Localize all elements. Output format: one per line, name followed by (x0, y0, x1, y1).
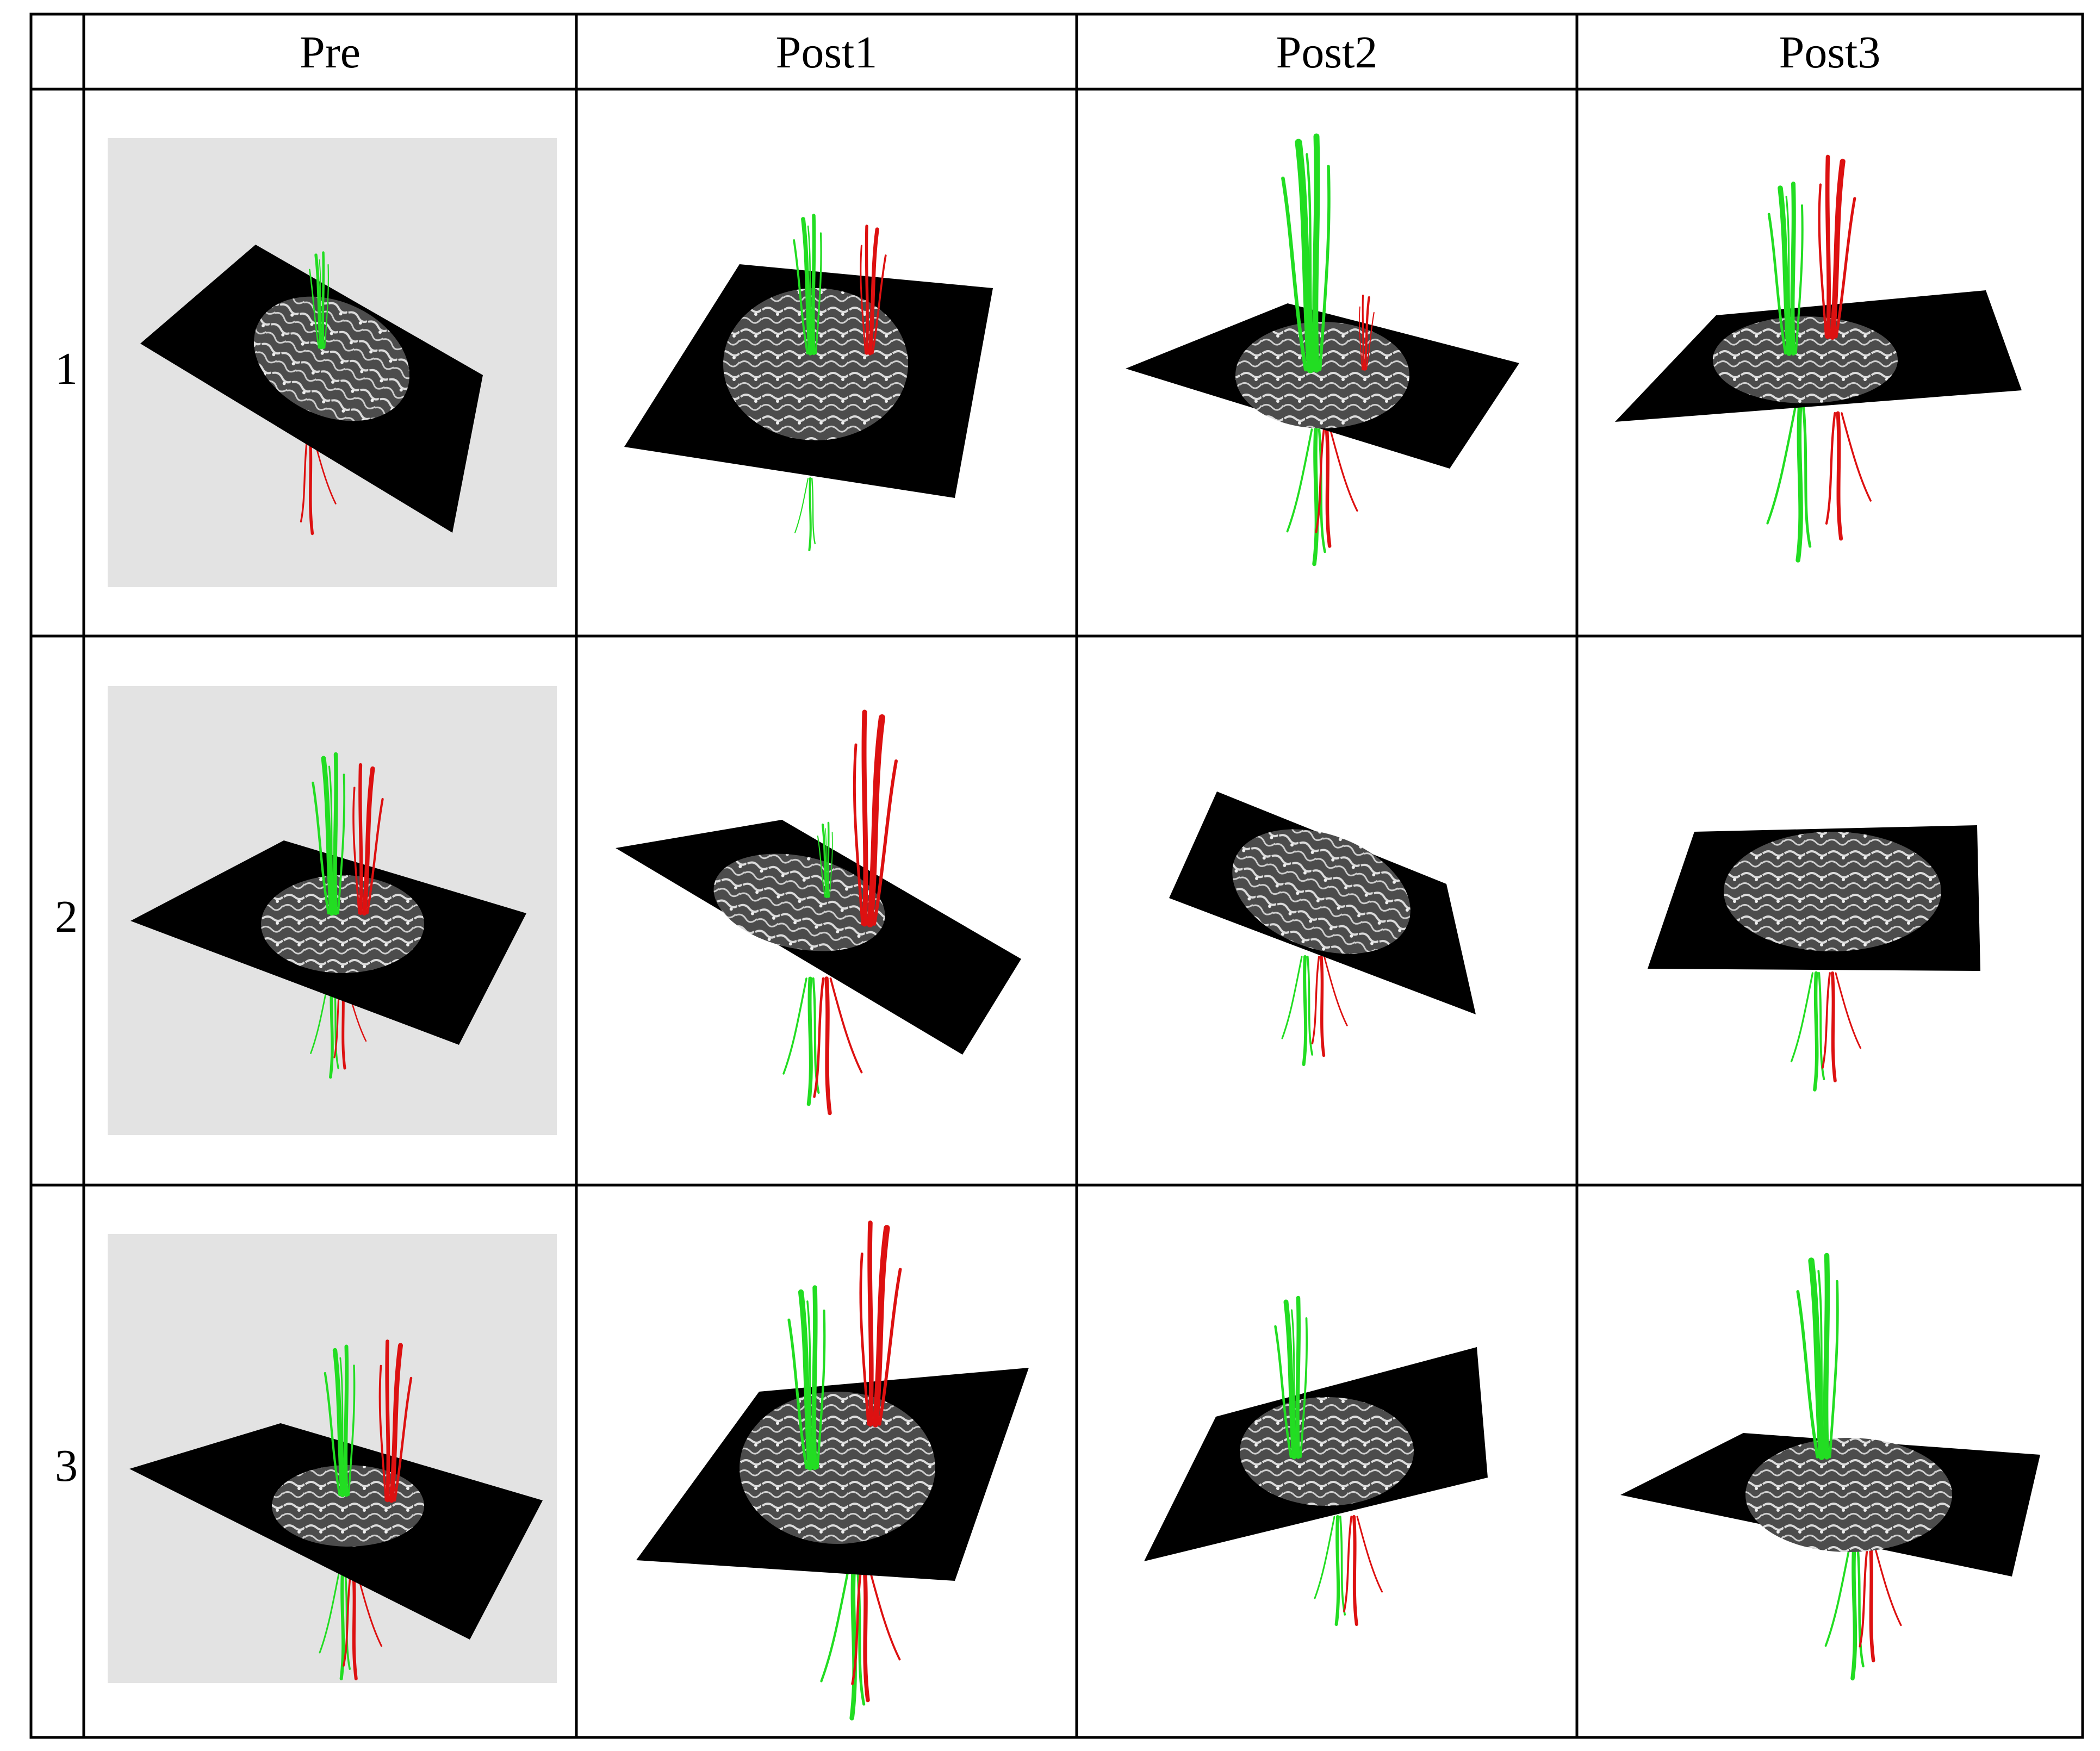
row-labels: 1 2 3 (55, 344, 78, 1491)
tractography-image-r1-post2 (1126, 136, 1519, 564)
column-headers: Pre Post1 Post2 Post3 (300, 27, 1880, 78)
column-header-post1: Post1 (776, 27, 878, 78)
column-header-post2: Post2 (1276, 27, 1378, 78)
row-3-images (129, 1223, 2040, 1718)
tractography-image-r1-pre (140, 245, 483, 534)
tractography-image-r3-post2 (1144, 1298, 1488, 1625)
tractography-image-r2-post3 (1648, 825, 1980, 1090)
row-2-images (131, 712, 1980, 1113)
tractography-image-r2-pre (131, 755, 526, 1077)
row-label-3: 3 (55, 1441, 78, 1491)
tractography-image-r3-pre (129, 1342, 543, 1679)
tractography-image-r3-post3 (1620, 1256, 2040, 1679)
row-1-images (140, 136, 2022, 564)
row-label-2: 2 (55, 892, 78, 942)
tractography-image-r1-post3 (1615, 157, 2022, 560)
row-label-1: 1 (55, 344, 78, 394)
tractography-image-r1-post1 (624, 216, 993, 551)
table-grid-lines (29, 13, 2084, 1739)
tractography-image-r2-post2 (1169, 792, 1476, 1064)
tractography-image-r3-post1 (636, 1223, 1029, 1718)
tractography-image-r2-post1 (616, 712, 1021, 1113)
column-header-post3: Post3 (1779, 27, 1881, 78)
column-header-pre: Pre (300, 27, 361, 78)
